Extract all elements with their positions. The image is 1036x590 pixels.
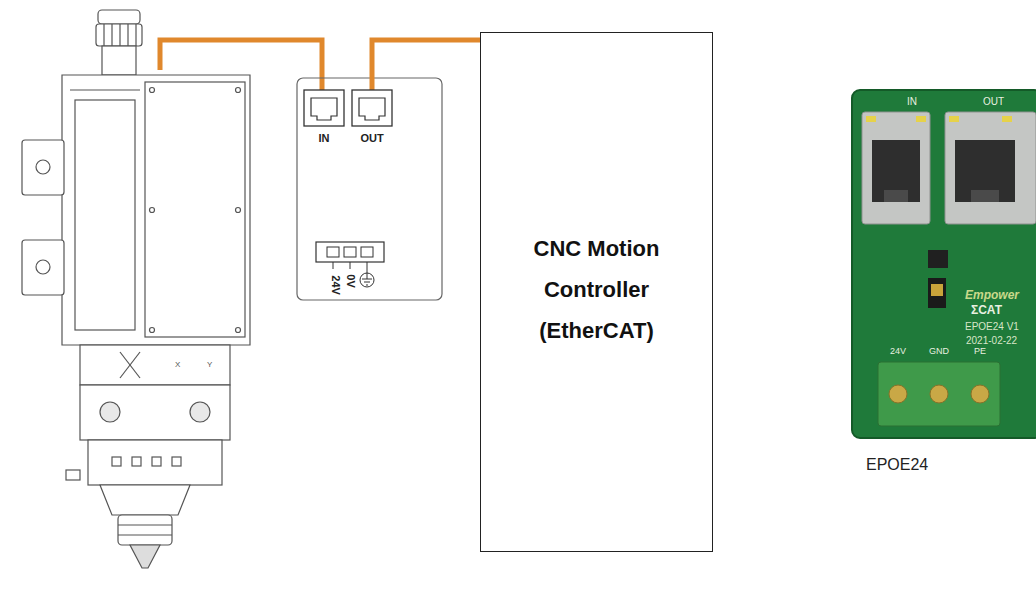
board-silkscreen: GND [929, 347, 949, 357]
port-box: OUT [348, 86, 396, 144]
module-housing [297, 78, 442, 300]
board-silkscreen: OUT [983, 96, 1004, 107]
rj45-port-outline [300, 86, 348, 128]
image-caption: EPOE24 [866, 456, 928, 474]
board-silkscreen: IN [907, 96, 917, 107]
pin-label: 24V [330, 275, 342, 295]
port-frame [304, 90, 344, 126]
port-socket [311, 98, 337, 120]
port-label: IN [300, 132, 348, 144]
axis-label: X [175, 361, 180, 370]
port-box: IN [300, 86, 348, 144]
port-label: OUT [348, 132, 396, 144]
rj45-port-outline [348, 86, 396, 128]
axis-label: Y [207, 361, 212, 370]
ethercat-cable [372, 40, 480, 90]
board-silkscreen: EPOE24 V1 [965, 321, 1019, 332]
port-socket [359, 98, 385, 120]
port-frame [352, 90, 392, 126]
board-silkscreen: 2021-02-22 [966, 335, 1017, 346]
controller-title: CNC Motion Controller (EtherCAT) [527, 228, 667, 351]
board-silkscreen: PE [974, 347, 986, 357]
pin-label: 0V [345, 274, 357, 287]
board-photo [852, 90, 1036, 438]
board-silkscreen: Empower [965, 289, 1019, 302]
controller-box: CNC Motion Controller (EtherCAT) [480, 32, 713, 552]
laser-head-illustration [22, 10, 250, 568]
board-silkscreen: 24V [890, 347, 906, 357]
board-silkscreen: ΣCAT [971, 304, 1002, 317]
